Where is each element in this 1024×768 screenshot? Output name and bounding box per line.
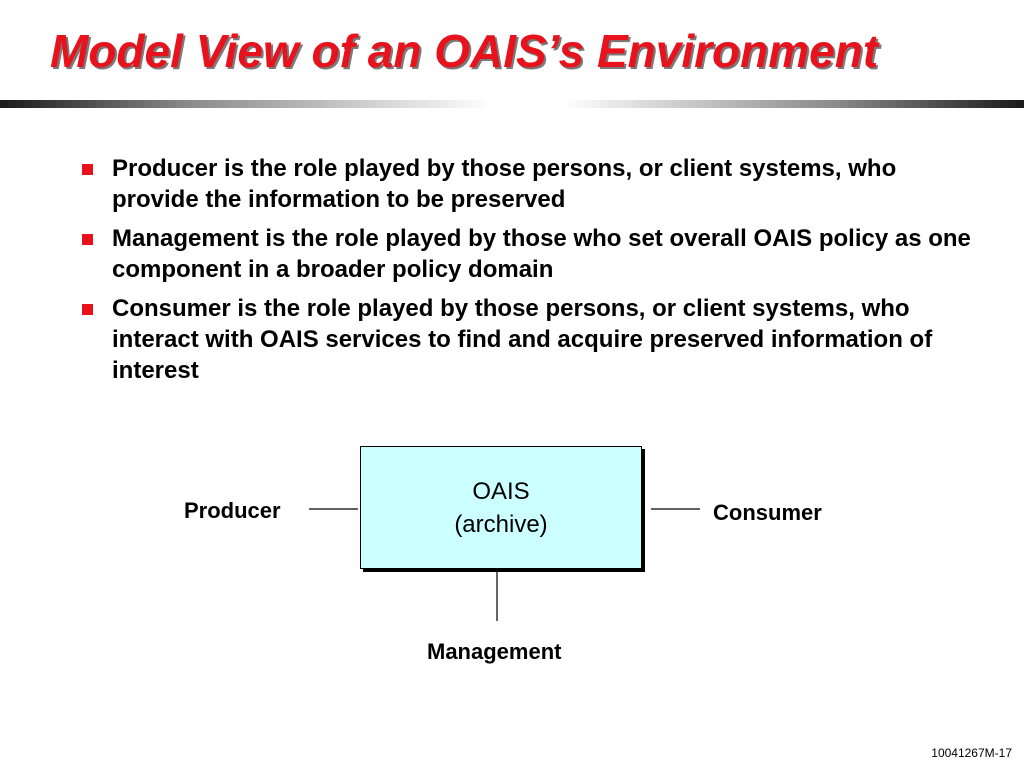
bullet-text: Producer is the role played by those per… bbox=[112, 155, 897, 213]
bullet-text: Management is the role played by those w… bbox=[112, 225, 971, 283]
bullet-item-consumer: Consumer is the role played by those per… bbox=[80, 293, 980, 386]
square-bullet-icon bbox=[82, 234, 93, 245]
title-divider bbox=[0, 100, 1024, 108]
slide-title: Model View of an OAIS’s Environment bbox=[50, 25, 879, 77]
oais-box-subtitle: (archive) bbox=[454, 511, 548, 538]
bullet-item-management: Management is the role played by those w… bbox=[80, 223, 980, 285]
bullet-list: Producer is the role played by those per… bbox=[80, 153, 980, 394]
producer-label: Producer bbox=[184, 498, 281, 523]
management-label: Management bbox=[427, 639, 562, 664]
square-bullet-icon bbox=[82, 164, 93, 175]
oais-archive-box: OAIS (archive) bbox=[360, 446, 642, 569]
square-bullet-icon bbox=[82, 304, 93, 315]
oais-box-title: OAIS bbox=[472, 478, 530, 505]
consumer-label: Consumer bbox=[713, 500, 822, 525]
bullet-item-producer: Producer is the role played by those per… bbox=[80, 153, 980, 215]
bullet-text: Consumer is the role played by those per… bbox=[112, 295, 933, 384]
slide-footer-id: 10041267M-17 bbox=[931, 746, 1012, 760]
